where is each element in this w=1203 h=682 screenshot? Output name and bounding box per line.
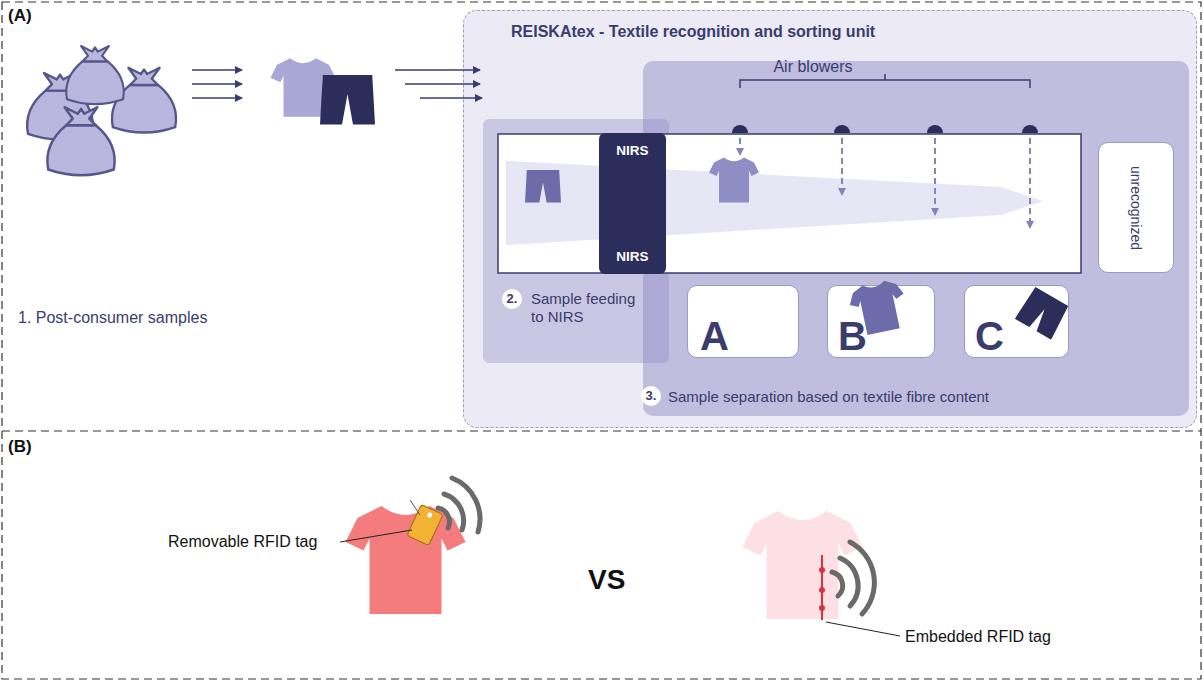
step-label: Sample separation based on textile fibre…: [668, 388, 989, 406]
step-number: 3.: [641, 386, 661, 406]
reject-box: unrecognized: [1098, 142, 1174, 273]
step-label: Sample feeding to NIRS: [531, 290, 643, 326]
panel-label: (A): [8, 6, 32, 26]
bin-letter: B: [838, 316, 867, 356]
versus-label: VS: [588, 564, 625, 596]
sensor-label: NIRS: [599, 143, 666, 158]
unit-title: REISKAtex - Textile recognition and sort…: [511, 23, 875, 41]
blower-label: Air blowers: [760, 58, 866, 76]
callout-label: Embedded RFID tag: [905, 628, 1051, 646]
step-label: 1. Post-consumer samples: [18, 309, 207, 327]
sensor-label: NIRS: [599, 249, 666, 264]
bin-letter: A: [700, 316, 729, 356]
step-number: 2.: [502, 289, 522, 309]
bin-letter: C: [975, 316, 1004, 356]
reject-label: unrecognized: [1128, 165, 1144, 249]
nirs-box: NIRS NIRS: [599, 133, 666, 274]
panel-label: (B): [8, 437, 32, 457]
callout-label: Removable RFID tag: [168, 533, 317, 551]
bin-box: A: [687, 285, 799, 358]
